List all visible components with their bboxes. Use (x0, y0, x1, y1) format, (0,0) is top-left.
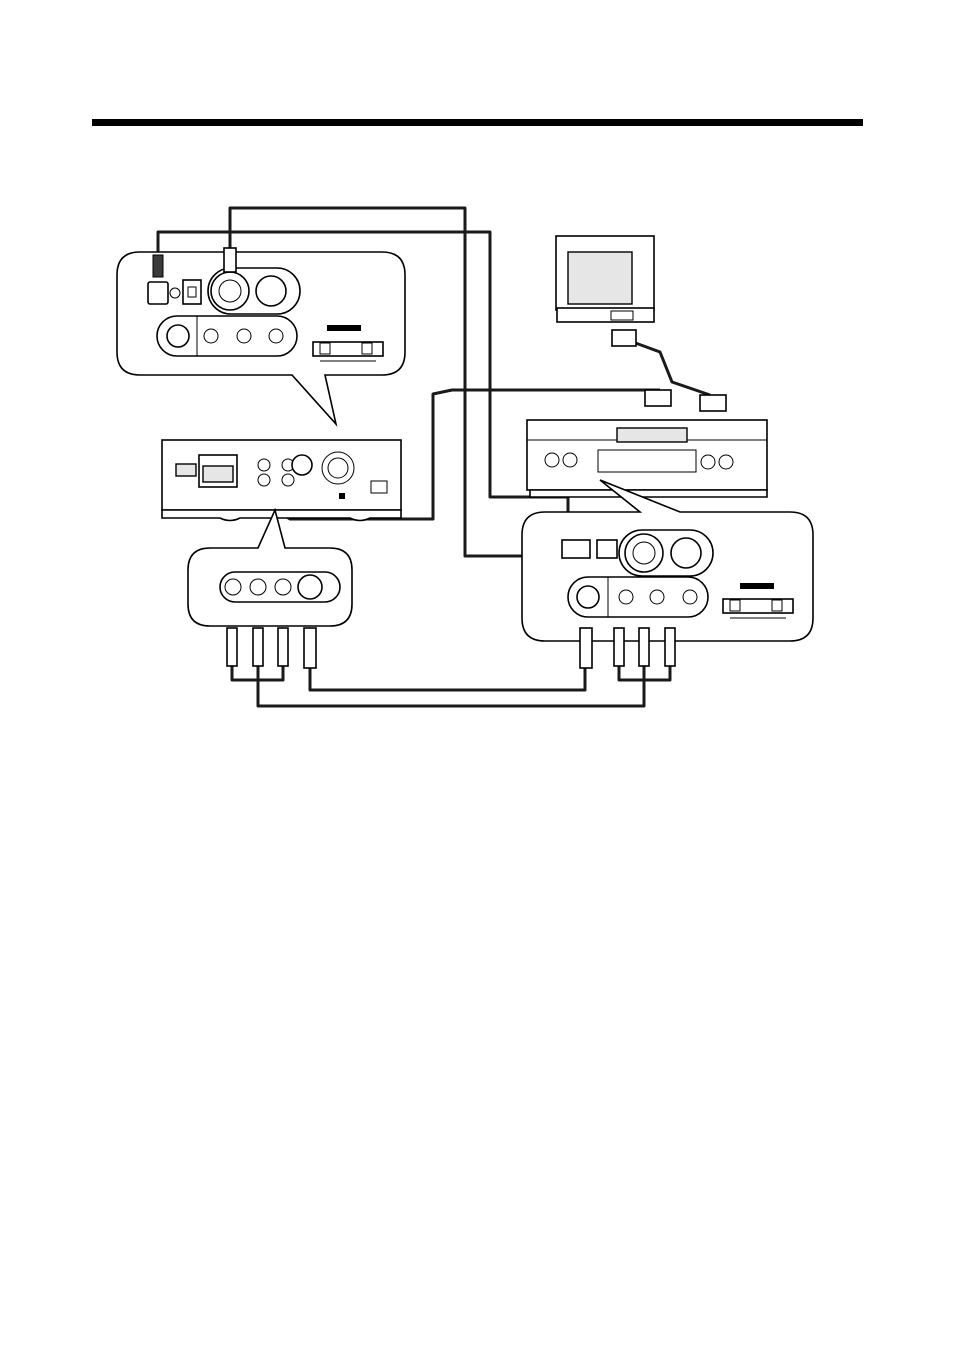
cable-s-video-lower (310, 665, 585, 690)
camcorder-panel-callout (522, 480, 813, 668)
cable-rca-lower (232, 665, 670, 706)
cable-scart-tv (630, 341, 710, 395)
vcr-jack-callout (188, 510, 352, 668)
camcorder-body (527, 390, 767, 497)
tv-rear (556, 236, 654, 346)
vcr-rear (162, 440, 401, 521)
vcr-panel-callout (117, 248, 405, 424)
